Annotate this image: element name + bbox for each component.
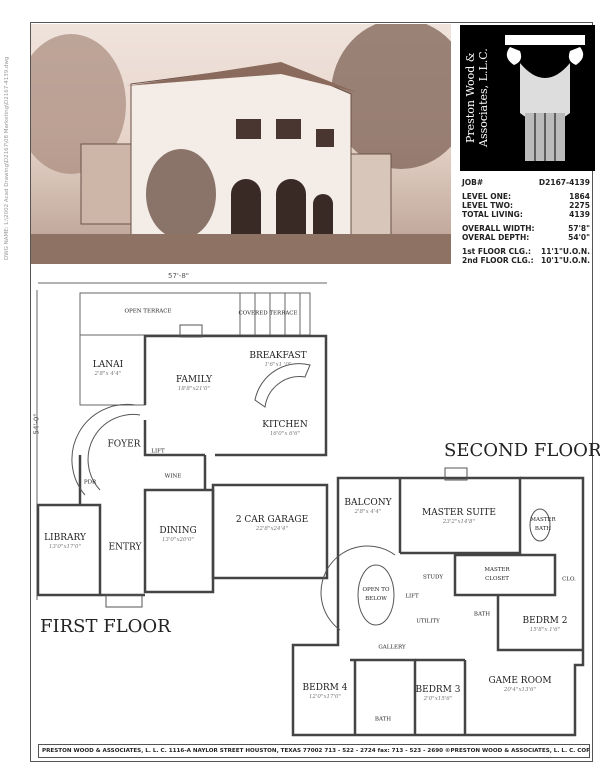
room-master-closet: MASTER CLOSET: [484, 567, 510, 582]
room-entry: ENTRY: [108, 542, 142, 553]
room-closet: CLO.: [562, 576, 576, 583]
room-size: 1'6"x1 '0": [264, 362, 292, 368]
level-one-label: LEVEL ONE:: [462, 192, 511, 201]
room-foyer: FOYER: [107, 439, 141, 450]
job-label: JOB#: [462, 178, 484, 187]
second-floor-ceiling-label: 2nd FLOOR CLG.:: [462, 256, 534, 265]
room-name: 2 CAR GARAGE: [235, 515, 309, 525]
room-covered-terrace: COVERED TERRACE: [238, 310, 298, 317]
total-living-value: 4139: [569, 210, 590, 219]
second-floor-title: SECOND FLOOR: [444, 440, 600, 461]
room-name: GAME ROOM: [488, 676, 552, 686]
room-bath: BATH: [473, 611, 491, 618]
overall-width-value: 57'8": [568, 224, 590, 233]
sheet-border: [30, 22, 593, 762]
room-name: BALCONY: [344, 498, 392, 508]
room-name: MASTER SUITE: [422, 508, 496, 518]
total-living-label: TOTAL LIVING:: [462, 210, 523, 219]
level-two-value: 2275: [569, 201, 590, 210]
room-utility: UTILITY: [416, 618, 440, 625]
room-size: 2'8"x 4'4": [354, 509, 382, 515]
room-name: DINING: [159, 526, 197, 536]
first-floor-ceiling-label: 1st FLOOR CLG.:: [462, 247, 531, 256]
house-rendering: [31, 24, 451, 264]
room-size: 15'8"x 1'6": [529, 627, 561, 633]
room-name: LIBRARY: [44, 533, 86, 543]
room-lift: LIFT: [151, 448, 165, 455]
room-study: STUDY: [422, 574, 444, 581]
company-logo: Preston Wood & Associates, L.L.C.: [460, 25, 595, 171]
room-name: LANAI: [92, 360, 124, 370]
job-number: D2167-4139: [538, 178, 590, 187]
room-wine: WINE: [164, 473, 182, 480]
column-capital-icon: [505, 35, 585, 161]
room-name: BEDRM 2: [522, 616, 568, 626]
first-floor-title: FIRST FLOOR: [40, 616, 171, 637]
level-two-label: LEVEL TWO:: [462, 201, 513, 210]
overall-depth-value: 54'0": [568, 233, 590, 242]
room-open-terrace: OPEN TERRACE: [124, 308, 172, 315]
room-size: 20'4"x13'6": [503, 687, 537, 693]
room-name: BEDRM 4: [302, 683, 348, 693]
room-size: 2'8"x 4'4": [94, 371, 122, 377]
room-name: KITCHEN: [262, 420, 308, 430]
room-bath-2: BATH: [374, 716, 392, 723]
room-powder: PDR: [83, 479, 97, 486]
room-gallery: GALLERY: [378, 644, 406, 651]
open-to-below: OPEN TO BELOW: [362, 587, 390, 602]
room-name: BREAKFAST: [249, 351, 307, 361]
overall-depth-label: OVERAL DEPTH:: [462, 233, 530, 242]
footer-contact: PRESTON WOOD & ASSOCIATES, L. L. C. 1116…: [38, 744, 590, 758]
room-name: FAMILY: [175, 375, 213, 385]
room-size: 13'0"x17'0": [48, 544, 82, 550]
overall-depth-dimension: 54'-0": [32, 413, 41, 435]
overall-width-dimension: 57'-8": [168, 272, 190, 280]
room-name: BEDRM 3: [415, 685, 461, 695]
room-size: 18'8"x21'0": [177, 386, 211, 392]
first-floor-ceiling-value: 11'1"U.O.N.: [541, 247, 590, 256]
plan-specifications: JOB# D2167-4139 LEVEL ONE: 1864 LEVEL TWO:…: [462, 178, 590, 265]
room-size: 13'0"x20'0": [161, 537, 195, 543]
room-size: 22'8"x24'4": [255, 526, 289, 532]
room-lift-2: LIFT: [405, 593, 419, 600]
room-size: 12'0"x17'0": [308, 694, 342, 700]
level-one-value: 1864: [569, 192, 590, 201]
room-size: 23'2"x14'8": [442, 519, 476, 525]
room-master-bath: MASTER BATH: [530, 517, 556, 532]
overall-width-label: OVERALL WIDTH:: [462, 224, 535, 233]
room-size: 16'0"x 6'6": [269, 431, 301, 437]
second-floor-ceiling-value: 10'1"U.O.N.: [541, 256, 590, 265]
room-size: 2'0"x15'6": [423, 696, 453, 702]
